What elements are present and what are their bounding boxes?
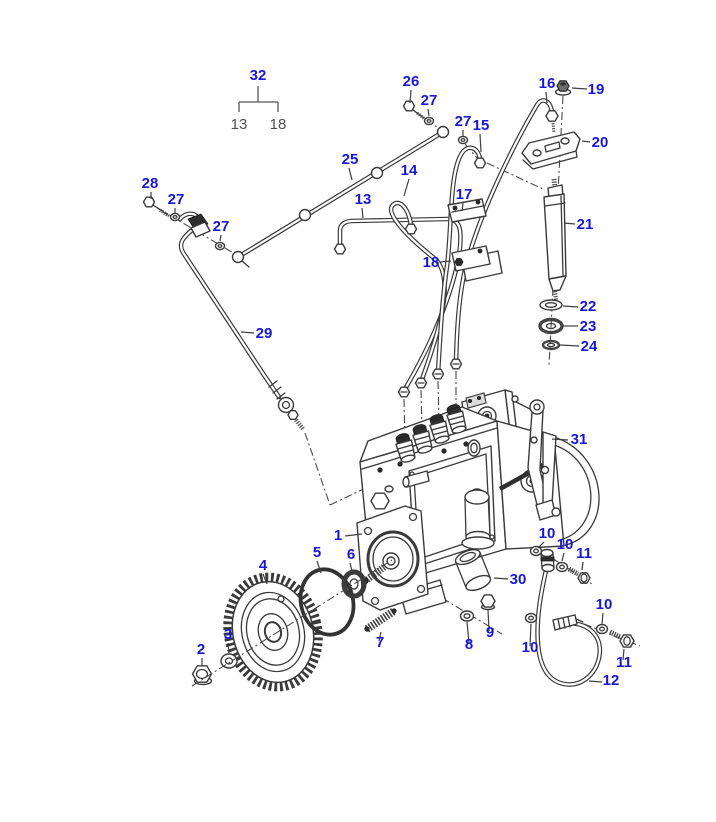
banjo-bolt-11b — [608, 629, 635, 648]
fuel-return-pipe-25 — [231, 125, 450, 268]
washer-27c — [169, 212, 181, 222]
callout-18[interactable]: 18 — [423, 254, 440, 271]
pipe-clamp-17 — [447, 198, 487, 223]
bolt-28 — [142, 196, 170, 218]
washer-10d — [595, 623, 609, 635]
callout-20[interactable]: 20 — [592, 134, 609, 151]
bolt-26 — [402, 100, 426, 121]
callout-7[interactable]: 7 — [376, 634, 384, 651]
callout-10a[interactable]: 10 — [539, 525, 556, 542]
banjo-bolt-11a — [567, 566, 591, 584]
washer-10b — [555, 561, 569, 573]
group-bracket-32 — [238, 86, 279, 112]
callout-4[interactable]: 4 — [259, 557, 268, 574]
nut-9 — [480, 594, 496, 611]
callout-12[interactable]: 12 — [603, 672, 620, 689]
callout-6[interactable]: 6 — [347, 546, 355, 563]
pipe-bracket-clamp — [187, 213, 211, 238]
callout-17[interactable]: 17 — [456, 186, 473, 203]
drive-gear-4 — [223, 572, 323, 692]
callout-21[interactable]: 21 — [577, 216, 594, 233]
injection-pump-body — [356, 389, 600, 615]
callout-2[interactable]: 2 — [197, 641, 205, 658]
callout-26[interactable]: 26 — [403, 73, 420, 90]
callout-30[interactable]: 30 — [510, 571, 527, 588]
pipe-clamp-18 — [451, 245, 503, 282]
sleeve-23 — [538, 317, 564, 335]
washer-8 — [459, 610, 475, 622]
banjo-fitting — [540, 548, 555, 573]
callout-10d[interactable]: 10 — [596, 596, 613, 613]
callout-9[interactable]: 9 — [486, 624, 494, 641]
nut-2 — [191, 665, 213, 686]
washer-24 — [541, 339, 561, 351]
pipe-union-nuts — [397, 358, 463, 398]
injection-pipe-14 — [388, 200, 447, 385]
callout-14[interactable]: 14 — [401, 162, 418, 179]
callout-3[interactable]: 3 — [224, 626, 232, 643]
return-hose-12 — [535, 563, 603, 687]
callout-13[interactable]: 13 — [355, 191, 372, 208]
callout-15[interactable]: 15 — [473, 117, 490, 134]
callout-labels: 32 13 18 26 27 27 15 16 19 20 25 14 13 1… — [142, 67, 632, 689]
callout-28[interactable]: 28 — [142, 175, 159, 192]
callout-10b[interactable]: 10 — [557, 536, 574, 553]
callout-27d[interactable]: 27 — [213, 218, 230, 235]
callout-10c[interactable]: 10 — [522, 639, 539, 656]
callout-23[interactable]: 23 — [580, 318, 597, 335]
callout-19[interactable]: 19 — [588, 81, 605, 98]
injector-21 — [543, 178, 567, 301]
leak-off-pipe-29 — [177, 211, 305, 431]
callout-27a[interactable]: 27 — [421, 92, 438, 109]
callout-27b[interactable]: 27 — [455, 113, 472, 130]
washer-27d — [214, 241, 226, 251]
washer-22 — [539, 299, 563, 311]
injection-pipe-15 — [435, 145, 487, 376]
callout-32[interactable]: 32 — [250, 67, 267, 84]
callout-16[interactable]: 16 — [539, 75, 556, 92]
callout-29[interactable]: 29 — [256, 325, 273, 342]
callout-ref-18: 18 — [270, 116, 287, 133]
injection-pipe-16 — [453, 98, 559, 366]
callout-8[interactable]: 8 — [465, 636, 473, 653]
callout-24[interactable]: 24 — [581, 338, 598, 355]
washer-27a — [423, 116, 435, 126]
callout-31[interactable]: 31 — [571, 431, 588, 448]
callout-5[interactable]: 5 — [313, 544, 321, 561]
washer-10c — [524, 612, 538, 624]
callout-ref-13: 13 — [231, 116, 248, 133]
callout-22[interactable]: 22 — [580, 298, 597, 315]
callout-11a[interactable]: 11 — [576, 545, 592, 562]
callout-1[interactable]: 1 — [334, 527, 342, 544]
washer-3 — [220, 653, 238, 669]
stud-7 — [364, 607, 397, 633]
injector-bracket-20 — [521, 131, 581, 170]
seal-6 — [341, 569, 367, 599]
callout-27c[interactable]: 27 — [168, 191, 185, 208]
callout-11b[interactable]: 11 — [616, 654, 632, 671]
washer-10a — [529, 545, 543, 557]
gear-axis — [191, 559, 393, 687]
leader-lines — [150, 87, 625, 683]
injector-nut-19 — [554, 80, 572, 96]
callout-25[interactable]: 25 — [342, 151, 359, 168]
washer-27b — [457, 135, 469, 145]
